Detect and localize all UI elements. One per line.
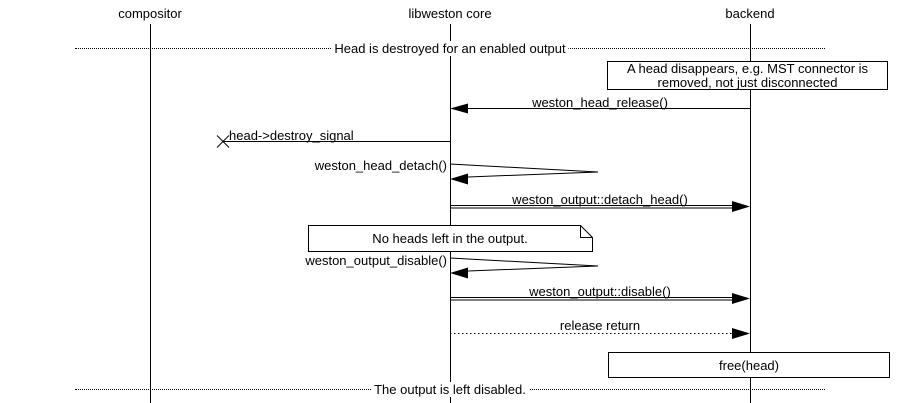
arrowhead-right-icon — [732, 293, 750, 304]
arrowhead-left-icon — [450, 173, 468, 185]
message-label-weston-output-disable: weston_output_disable() — [305, 253, 447, 268]
note-head-disappears-line2: removed, not just disconnected — [657, 74, 838, 90]
arrowhead-left-icon — [450, 103, 468, 114]
actor-label-compositor: compositor — [118, 6, 182, 21]
actor-label-libweston-core: libweston core — [408, 6, 492, 21]
divider-label-output-disabled: The output is left disabled. — [371, 382, 529, 397]
message-label-release-return: release return — [559, 318, 641, 333]
lifeline-libweston-core — [450, 24, 451, 403]
note-free-head: free(head) — [608, 352, 890, 378]
arrowhead-right-icon — [732, 328, 750, 339]
message-label-weston-output-disable-call: weston_output::disable() — [529, 284, 671, 299]
divider-label-head-destroyed: Head is destroyed for an enabled output — [331, 41, 569, 56]
lost-message-x-icon — [216, 135, 230, 148]
note-no-heads-label: No heads left in the output. — [372, 231, 528, 246]
message-label-weston-head-release: weston_head_release() — [532, 95, 668, 110]
arrowhead-left-icon — [450, 267, 468, 279]
lifeline-compositor — [150, 24, 151, 403]
arrowhead-right-icon — [732, 201, 750, 212]
note-free-head-label: free(head) — [719, 357, 779, 373]
message-label-weston-head-detach: weston_head_detach() — [314, 158, 447, 173]
note-fold-icon — [580, 225, 593, 238]
lifeline-backend — [750, 24, 751, 403]
message-label-head-destroy-signal: head->destroy_signal — [229, 128, 354, 143]
self-arrow-weston-head-detach — [449, 163, 599, 185]
actor-label-backend: backend — [725, 6, 775, 21]
note-head-disappears-line1: A head disappears, e.g. MST connector is — [626, 60, 869, 76]
note-head-disappears: A head disappears, e.g. MST connector is… — [607, 61, 888, 90]
self-arrow-weston-output-disable — [449, 257, 599, 279]
message-label-weston-output-detach-head: weston_output::detach_head() — [512, 192, 688, 207]
